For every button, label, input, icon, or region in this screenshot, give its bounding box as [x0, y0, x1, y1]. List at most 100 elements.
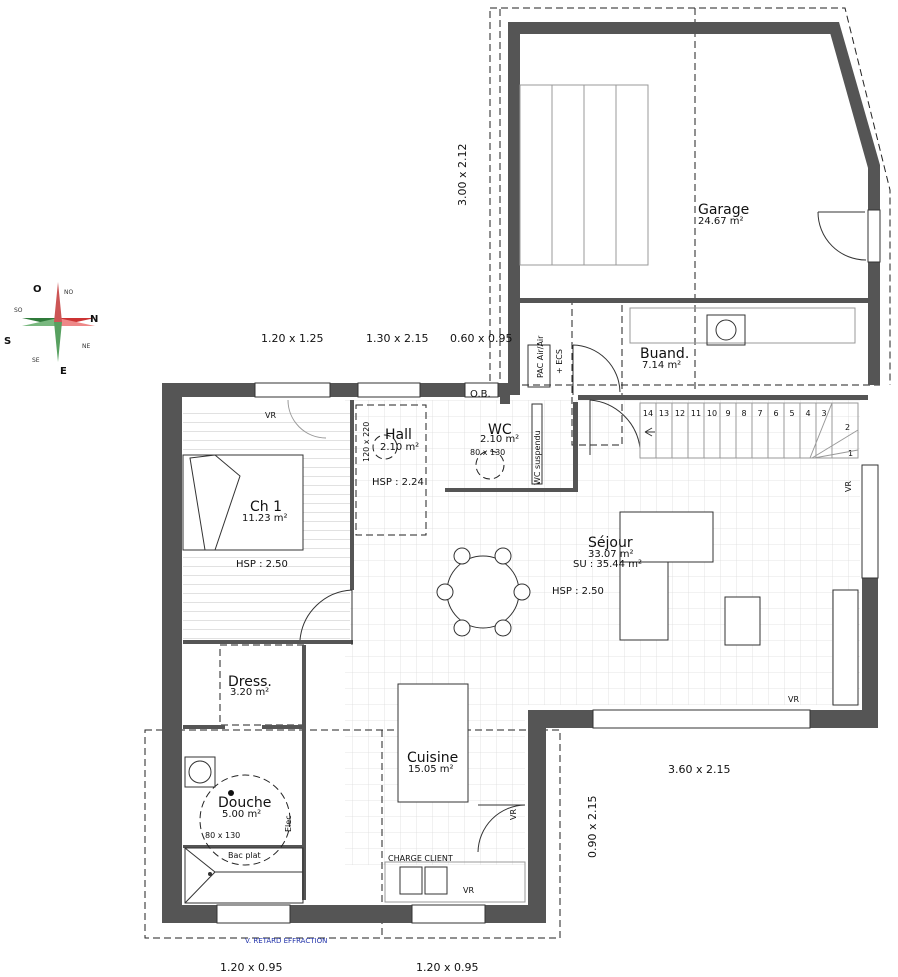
tv-unit — [832, 589, 859, 706]
stair-winder — [813, 449, 859, 459]
stair-arrow — [644, 427, 655, 437]
stair-step-number: 4 — [805, 409, 810, 418]
douche-name: Douche — [218, 795, 271, 811]
stair-step-number: 7 — [757, 409, 762, 418]
dining-chairs — [436, 547, 531, 637]
compass-needle-vertical-2 — [54, 322, 62, 362]
hall-door-size: 120 x 220 — [362, 422, 371, 462]
wc-turning-circle — [475, 450, 505, 480]
ob-label: O.B. — [470, 389, 491, 400]
dim-win-douche: 1.20 x 0.95 — [220, 961, 283, 974]
garage-roof-line — [490, 7, 891, 385]
compass-no: NO — [64, 289, 73, 296]
washbasin — [184, 756, 216, 788]
stair-step-number: 11 — [691, 409, 701, 418]
compass-needle-green-2 — [22, 318, 58, 326]
ecs-label: + ECS — [555, 349, 564, 374]
compass-rose — [22, 282, 95, 362]
stair-step-number: 1 — [848, 449, 853, 458]
dining-table — [446, 555, 520, 629]
stair-step-number: 14 — [643, 409, 653, 418]
compass-needle-red-2 — [58, 318, 95, 326]
stair-step-number: 2 — [845, 423, 850, 432]
window-hall — [357, 382, 421, 398]
garage-roof-outline — [489, 7, 501, 389]
wc-wall-right — [573, 402, 578, 492]
stair-step-number: 9 — [725, 409, 730, 418]
door-ch1 — [299, 589, 353, 645]
dress-area: 3.20 m² — [230, 687, 269, 698]
wc-wall-bottom — [445, 488, 578, 492]
douche-partition-top — [183, 725, 225, 729]
hall-floor — [356, 405, 426, 535]
shower-tray-lines — [184, 847, 303, 904]
buand-area: 7.14 m² — [642, 360, 681, 371]
wc-name: WC — [488, 422, 512, 438]
retard-label: V. RETARD EFFRACTION — [245, 937, 327, 945]
door-buand — [572, 344, 621, 395]
douche-marker — [228, 790, 234, 796]
garage-wall-top — [508, 22, 835, 34]
compass-s: S — [4, 336, 11, 347]
bac-plat-label: Bac plat — [228, 851, 261, 860]
hall-area: 2.10 m² — [380, 442, 419, 453]
dress-partition-east — [302, 645, 306, 900]
ch1-partition-east — [350, 400, 354, 590]
vr-sejour-south: VR — [788, 695, 799, 704]
sejour-floor — [345, 400, 860, 705]
garage-wall-right-upper — [868, 165, 880, 210]
dim-garage-door: 3.00 x 2.12 — [456, 144, 469, 207]
hall-turning-circle — [372, 434, 398, 460]
stair-step-number: 13 — [659, 409, 669, 418]
sejour-name: Séjour — [588, 535, 633, 551]
garage-area: 24.67 m² — [698, 216, 744, 227]
stair-winder — [811, 429, 859, 459]
douche-partition-bottom — [183, 845, 305, 848]
wall-north-mid1 — [330, 383, 358, 397]
garage-wall-right-lower — [868, 262, 880, 385]
garage-buand-partition — [520, 298, 868, 303]
compass-se: SE — [32, 357, 40, 364]
stair-step-number: 5 — [789, 409, 794, 418]
window-wc — [464, 382, 499, 398]
hsp-sejour: HSP : 2.50 — [552, 586, 604, 597]
ch1-name: Ch 1 — [250, 499, 282, 515]
hsp-hall: HSP : 2.24 — [372, 477, 424, 488]
door-ch1-north — [287, 399, 327, 439]
dim-door-cuisine: 0.90 x 2.15 — [586, 796, 599, 859]
stair-step-number: 3 — [821, 409, 826, 418]
douche-area: 5.00 m² — [222, 809, 261, 820]
charge-client-label: CHARGE CLIENT — [388, 854, 453, 863]
stair-step-number: 12 — [675, 409, 685, 418]
door-wc — [589, 399, 641, 455]
stair-step-number: 8 — [741, 409, 746, 418]
wall-south-sejour2 — [810, 710, 878, 728]
window-douche — [216, 904, 291, 924]
compass-o: O — [33, 284, 42, 295]
door-cuisine — [477, 804, 526, 853]
vr-sejour-east: VR — [844, 481, 853, 492]
compass-ne: NE — [82, 343, 90, 350]
stair-winder — [809, 402, 833, 459]
wc-bed-size: 80 x 130 — [470, 448, 505, 457]
vr-ch1: VR — [265, 411, 276, 420]
wall-south-left — [162, 905, 217, 923]
hall-name: Hall — [385, 427, 412, 443]
sink-2 — [424, 866, 448, 895]
washing-machine-drum — [715, 319, 737, 341]
wall-east-cuisine — [528, 718, 546, 923]
washbasin-bowl — [188, 760, 212, 784]
compass-n: N — [90, 314, 98, 325]
buand-sejour-wall — [578, 395, 868, 400]
window-sejour-east — [861, 464, 879, 579]
ch1-area: 11.23 m² — [242, 513, 288, 524]
window-ch1 — [254, 382, 331, 398]
wall-north-left — [162, 383, 255, 397]
dim-win-hall: 1.30 x 2.15 — [366, 332, 429, 345]
kitchen-island — [397, 683, 469, 803]
dim-win-sejour: 3.60 x 2.15 — [668, 763, 731, 776]
wall-west — [162, 383, 182, 923]
sejour-area: 33.07 m² — [588, 549, 634, 560]
wall-south-mid — [290, 905, 412, 923]
